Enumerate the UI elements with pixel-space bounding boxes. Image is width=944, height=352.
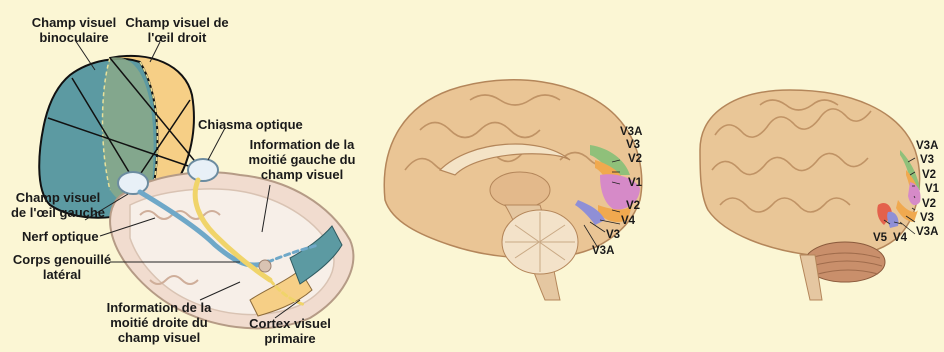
label-left-field-info: Information de la moitié gauche du champ… xyxy=(243,137,361,182)
lateral-area-v3-bottom: V3 xyxy=(920,212,934,224)
medial-area-v3-top: V3 xyxy=(626,139,640,151)
medial-area-v4: V4 xyxy=(621,215,635,227)
label-optic-chiasm: Chiasma optique xyxy=(198,117,303,132)
lateral-area-v3a-top: V3A xyxy=(916,140,938,152)
medial-area-v2-top: V2 xyxy=(628,153,642,165)
lateral-area-v3-top: V3 xyxy=(920,154,934,166)
label-left-eye-field: Champ visuel de l'œil gauche xyxy=(10,190,106,220)
medial-area-v3a-bottom: V3A xyxy=(592,245,614,257)
lateral-area-v3a-bottom: V3A xyxy=(916,226,938,238)
label-primary-visual-cortex: Cortex visuel primaire xyxy=(236,316,344,346)
lateral-area-v2-bottom: V2 xyxy=(922,198,936,210)
label-optic-nerve: Nerf optique xyxy=(22,229,99,244)
medial-area-v2-bottom: V2 xyxy=(626,200,640,212)
medial-area-v3a-top: V3A xyxy=(620,126,642,138)
label-lgn: Corps genouillé latéral xyxy=(6,252,118,282)
lateral-area-v2-top: V2 xyxy=(922,169,936,181)
medial-area-v3-bottom: V3 xyxy=(606,229,620,241)
label-right-field-info: Information de la moitié droite du champ… xyxy=(100,300,218,345)
lateral-area-v4: V4 xyxy=(893,232,907,244)
lateral-area-v5: V5 xyxy=(873,232,887,244)
lateral-area-v1: V1 xyxy=(925,183,939,195)
lateral-brain xyxy=(700,90,921,300)
label-binocular-field: Champ visuel binoculaire xyxy=(28,15,120,45)
medial-area-v1: V1 xyxy=(628,177,642,189)
medial-brain xyxy=(384,80,641,300)
label-right-eye-field: Champ visuel de l'œil droit xyxy=(122,15,232,45)
